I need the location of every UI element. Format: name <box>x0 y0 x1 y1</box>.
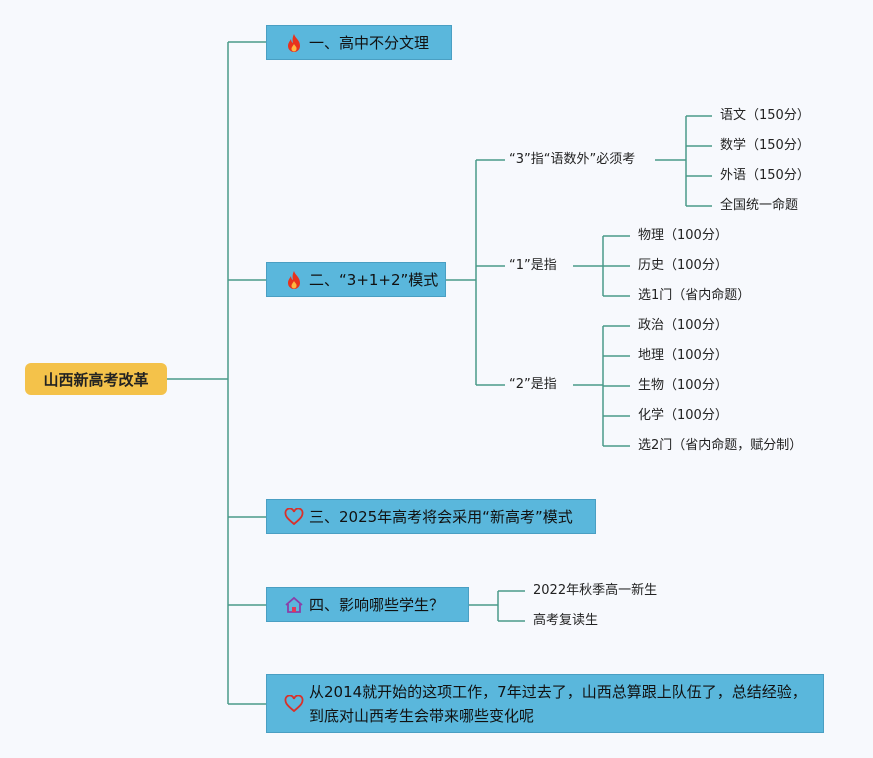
root-topic-label: 山西新高考改革 <box>43 370 149 389</box>
leaf-choose-2[interactable]: 选2门（省内命题，赋分制） <box>635 437 806 455</box>
leaf-physics[interactable]: 物理（100分） <box>635 227 731 245</box>
leaf-national-exam[interactable]: 全国统一命题 <box>717 197 802 215</box>
leaf-biology[interactable]: 生物（100分） <box>635 377 731 395</box>
root-topic[interactable]: 山西新高考改革 <box>25 363 167 395</box>
leaf-repeat-students[interactable]: 高考复读生 <box>530 612 602 630</box>
fire-icon <box>283 269 305 291</box>
fire-icon <box>283 32 305 54</box>
topic-label: 二、“3+1+2”模式 <box>309 271 439 289</box>
leaf-chinese[interactable]: 语文（150分） <box>717 107 813 125</box>
topic-2025-new-gaokao[interactable]: 三、2025年高考将会采用“新高考”模式 <box>266 499 596 534</box>
topic-no-arts-science-split[interactable]: 一、高中不分文理 <box>266 25 452 60</box>
topic-affected-students[interactable]: 四、影响哪些学生？ <box>266 587 469 622</box>
leaf-math[interactable]: 数学（150分） <box>717 137 813 155</box>
topic-label: 从2014就开始的这项工作，7年过去了，山西总算跟上队伍了，总结经验，到底对山西… <box>309 682 807 725</box>
branch-1[interactable]: “1”是指 <box>506 257 560 275</box>
topic-3-1-2-mode[interactable]: 二、“3+1+2”模式 <box>266 262 446 297</box>
topic-summary[interactable]: 从2014就开始的这项工作，7年过去了，山西总算跟上队伍了，总结经验，到底对山西… <box>266 674 824 733</box>
topic-label: 一、高中不分文理 <box>309 34 430 52</box>
leaf-2022-freshmen[interactable]: 2022年秋季高一新生 <box>530 582 661 600</box>
topic-label: 四、影响哪些学生？ <box>309 596 445 614</box>
topic-label: 三、2025年高考将会采用“新高考”模式 <box>309 508 573 526</box>
heart-icon <box>283 693 305 715</box>
heart-icon <box>283 506 305 528</box>
leaf-politics[interactable]: 政治（100分） <box>635 317 731 335</box>
leaf-choose-1[interactable]: 选1门（省内命题） <box>635 287 754 305</box>
leaf-chemistry[interactable]: 化学（100分） <box>635 407 731 425</box>
leaf-history[interactable]: 历史（100分） <box>635 257 731 275</box>
house-icon <box>283 594 305 616</box>
leaf-geography[interactable]: 地理（100分） <box>635 347 731 365</box>
branch-3[interactable]: “3”指“语数外”必须考 <box>506 151 639 169</box>
branch-2[interactable]: “2”是指 <box>506 376 560 394</box>
leaf-foreign-language[interactable]: 外语（150分） <box>717 167 813 185</box>
